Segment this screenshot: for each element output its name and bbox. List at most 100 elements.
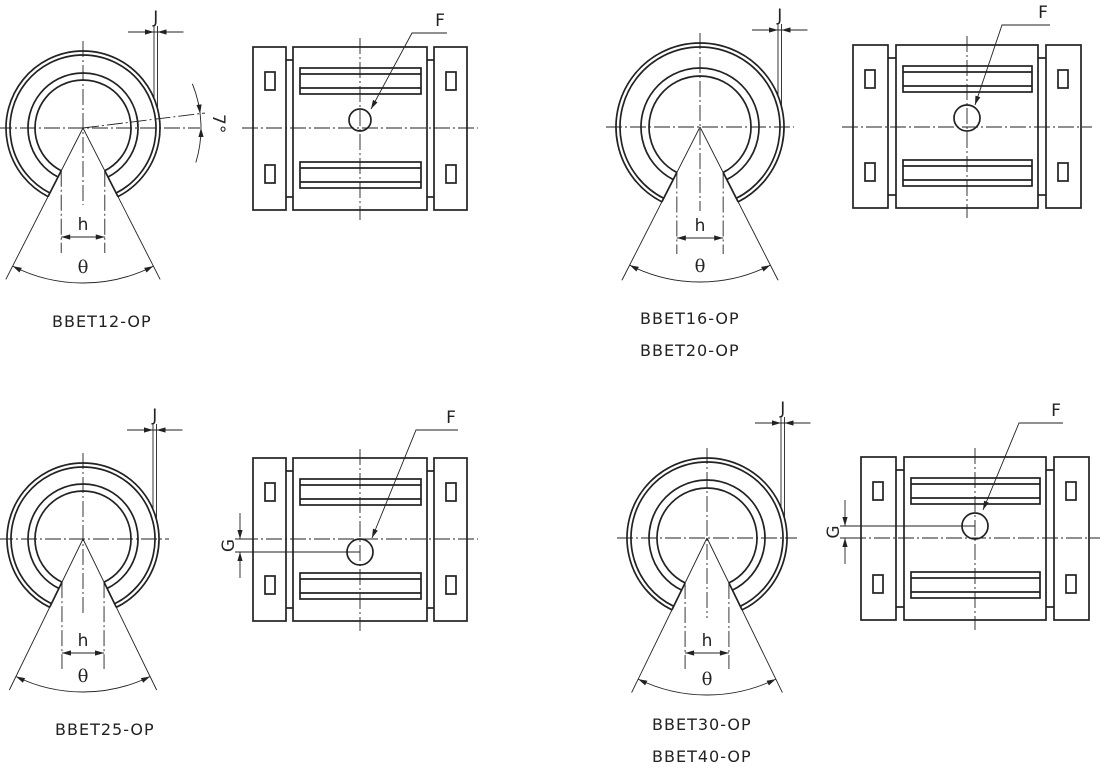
f-label: F bbox=[435, 11, 445, 31]
arrowhead bbox=[144, 427, 153, 433]
arrowhead bbox=[61, 234, 71, 240]
end-block-right bbox=[433, 46, 468, 211]
ball-track bbox=[910, 571, 1041, 599]
ball-track bbox=[910, 477, 1041, 505]
ball-track bbox=[902, 65, 1033, 93]
model-label: BBET12-OP bbox=[52, 312, 152, 331]
leader-line bbox=[370, 32, 447, 110]
arrowhead bbox=[144, 266, 154, 273]
arrowhead bbox=[61, 650, 71, 656]
end-block-right bbox=[433, 457, 468, 622]
g-dimension: G bbox=[219, 513, 360, 578]
arrowhead bbox=[156, 427, 166, 433]
j-label: J bbox=[776, 6, 782, 26]
leader-line bbox=[371, 429, 458, 539]
model-label: BBET20-OP bbox=[640, 341, 740, 360]
arrowhead bbox=[237, 530, 243, 539]
theta-extension-line bbox=[631, 537, 708, 693]
f-leader: F bbox=[974, 3, 1050, 106]
h-dimension: h bbox=[61, 582, 105, 669]
theta-arc bbox=[629, 264, 771, 283]
j-label: J bbox=[779, 399, 785, 419]
j-label: J bbox=[152, 8, 158, 28]
arrowhead bbox=[842, 538, 848, 547]
arrowhead bbox=[12, 266, 22, 273]
arrowhead bbox=[685, 650, 695, 656]
angle-line bbox=[82, 112, 206, 129]
arrowhead bbox=[676, 235, 686, 241]
model-label: BBET16-OP bbox=[640, 309, 740, 328]
arrowhead bbox=[761, 265, 771, 272]
end-block-right bbox=[1045, 44, 1082, 209]
end-block-left bbox=[252, 457, 287, 622]
arrowhead bbox=[15, 676, 26, 683]
f-leader: F bbox=[982, 401, 1063, 511]
f-leader: F bbox=[371, 408, 458, 539]
h-label: h bbox=[78, 215, 89, 235]
arrowhead bbox=[769, 27, 778, 33]
slot bbox=[872, 481, 884, 501]
arrowhead bbox=[842, 517, 848, 526]
arrowhead bbox=[237, 552, 243, 561]
theta-arc bbox=[637, 678, 777, 696]
theta-extension-line bbox=[82, 538, 158, 691]
slot bbox=[445, 482, 457, 502]
j-dimension: J bbox=[755, 399, 811, 519]
side-view: FG bbox=[824, 401, 1100, 630]
h-label: h bbox=[78, 631, 89, 651]
front-view: hθJ bbox=[0, 406, 183, 693]
bearing-panel-2: hθ J F BBET16-OP BBET20-OP bbox=[606, 3, 1092, 360]
slot bbox=[445, 164, 457, 184]
theta-dimension: θ bbox=[15, 666, 151, 693]
arrowhead bbox=[372, 528, 378, 538]
ring-arc bbox=[648, 75, 752, 174]
side-view: F bbox=[242, 11, 478, 220]
h-dimension: h bbox=[676, 172, 724, 254]
slot bbox=[872, 574, 884, 594]
slot bbox=[1065, 481, 1077, 501]
end-block-right bbox=[1053, 456, 1090, 621]
theta-dimension: θ bbox=[12, 257, 154, 284]
h-dimension: h bbox=[684, 582, 730, 669]
leader-line bbox=[974, 24, 1050, 106]
theta-dimension: θ bbox=[629, 256, 771, 283]
f-label: F bbox=[1051, 401, 1061, 421]
arrowhead bbox=[140, 676, 151, 683]
ring-arc bbox=[656, 487, 758, 584]
model-label: BBET30-OP bbox=[652, 715, 752, 734]
front-view: hθ J bbox=[606, 6, 808, 283]
arrowhead bbox=[772, 420, 781, 426]
theta-extension-line bbox=[699, 126, 779, 281]
arrowhead bbox=[198, 128, 204, 137]
theta-extension-line bbox=[706, 537, 783, 693]
slot bbox=[445, 575, 457, 595]
slot bbox=[1057, 69, 1069, 89]
ball-track bbox=[299, 478, 422, 506]
g-label: G bbox=[219, 539, 239, 552]
theta-arc bbox=[12, 265, 154, 284]
g-dimension: G bbox=[824, 500, 975, 564]
slot bbox=[264, 71, 276, 91]
arrowhead bbox=[145, 29, 154, 35]
arrowhead bbox=[719, 650, 729, 656]
g-label: G bbox=[824, 525, 844, 538]
leader-line bbox=[982, 422, 1063, 511]
side-view: FG bbox=[219, 408, 478, 631]
angle-arc bbox=[191, 83, 202, 163]
arrowhead bbox=[95, 234, 105, 240]
h-label: h bbox=[702, 631, 713, 651]
theta-extension-line bbox=[8, 538, 84, 691]
oil-hole bbox=[953, 104, 981, 132]
arrowhead bbox=[157, 29, 167, 35]
theta-label: θ bbox=[695, 256, 706, 277]
arrowhead bbox=[781, 27, 791, 33]
end-block-left bbox=[852, 44, 889, 209]
theta-extension-line bbox=[5, 127, 84, 280]
slot bbox=[264, 164, 276, 184]
slot bbox=[864, 162, 876, 182]
arrowhead bbox=[975, 95, 981, 105]
angle-label: 7° bbox=[208, 114, 228, 133]
oil-hole bbox=[348, 108, 372, 132]
